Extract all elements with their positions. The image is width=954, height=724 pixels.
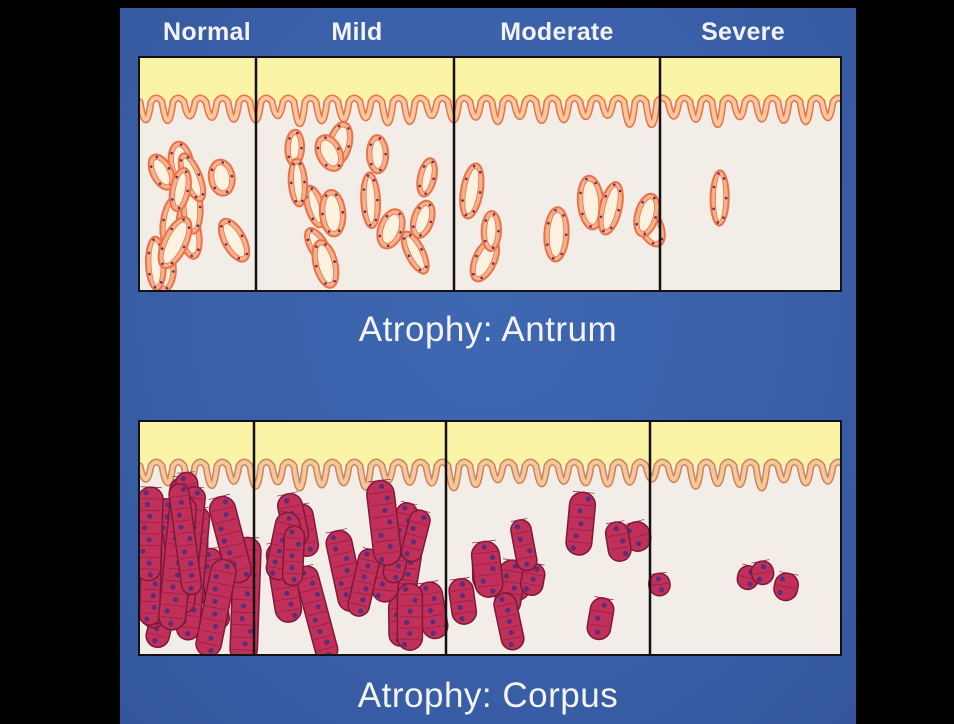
antrum-gland <box>543 207 570 262</box>
antrum-gland <box>206 158 237 198</box>
antrum-gland <box>710 170 729 225</box>
corpus-oxyntic-gland <box>140 487 163 581</box>
corpus-oxyntic-gland <box>448 577 478 626</box>
grade-label-severe: Severe <box>678 18 808 47</box>
corpus-oxyntic-gland <box>397 584 422 651</box>
corpus-oxyntic-gland <box>470 540 504 599</box>
antrum-panel <box>138 56 842 292</box>
grade-label-moderate: Moderate <box>482 18 632 47</box>
corpus-caption: Atrophy: Corpus <box>120 676 856 716</box>
antrum-gland <box>456 162 487 221</box>
corpus-oxyntic-gland <box>772 571 800 603</box>
grade-label-mild: Mild <box>292 18 422 47</box>
antrum-gland <box>318 189 347 237</box>
corpus-oxyntic-gland <box>565 491 597 556</box>
corpus-oxyntic-gland <box>282 526 305 586</box>
antrum-gland <box>213 214 256 266</box>
corpus-oxyntic-gland <box>585 596 615 641</box>
corpus-illustration <box>140 422 840 654</box>
antrum-gland <box>308 237 343 290</box>
antrum-gland <box>287 158 308 207</box>
antrum-gland <box>396 228 434 278</box>
diagram-slide: Normal Mild Moderate Severe Atrophy: Ant… <box>120 8 856 724</box>
antrum-pit-epithelium <box>140 98 840 125</box>
antrum-illustration <box>140 58 840 290</box>
antrum-gland <box>367 135 389 174</box>
antrum-gland <box>481 211 502 252</box>
antrum-gland <box>360 172 381 229</box>
antrum-caption: Atrophy: Antrum <box>120 310 856 350</box>
corpus-panel <box>138 420 842 656</box>
antrum-gland <box>414 156 440 198</box>
grade-label-normal: Normal <box>142 18 272 47</box>
